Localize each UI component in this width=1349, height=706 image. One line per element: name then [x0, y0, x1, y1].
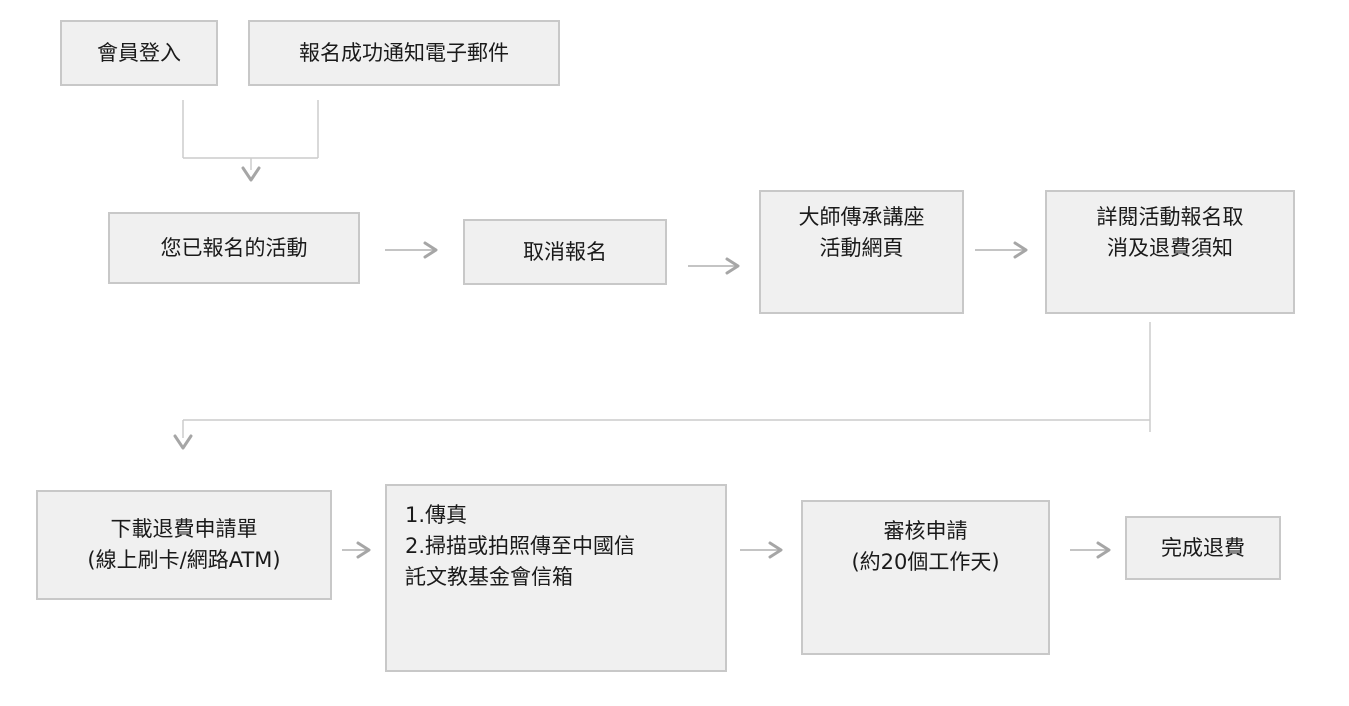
arrow-right-icon-3 — [1013, 241, 1028, 259]
member-login-box: 會員登入 — [60, 20, 218, 86]
download-form-line-1: 下載退費申請單 — [110, 517, 258, 541]
arrow-down-icon-1 — [241, 166, 261, 182]
arrow-right-icon-4 — [356, 541, 371, 559]
lecture-page-line-1: 大師傳承講座 — [798, 205, 925, 229]
submit-methods-line-2: 2.掃描或拍照傳至中國信 — [405, 534, 636, 558]
review-line-1: 審核申請 — [883, 519, 968, 543]
arrow-right-icon-1 — [423, 241, 438, 259]
refund-rules-line-2: 消及退費須知 — [1107, 236, 1233, 260]
review-box: 審核申請 (約20個工作天) — [801, 500, 1050, 655]
member-login-label: 會員登入 — [97, 40, 181, 65]
cancel-registration-label: 取消報名 — [523, 239, 607, 264]
arrow-right-icon-5 — [768, 541, 783, 559]
refund-rules-box: 詳閱活動報名取 消及退費須知 — [1045, 190, 1295, 314]
arrow-right-icon-2 — [725, 257, 740, 275]
arrow-down-icon-2 — [173, 434, 193, 450]
cancel-registration-box: 取消報名 — [463, 219, 667, 285]
download-form-box: 下載退費申請單 (線上刷卡/網路ATM) — [36, 490, 332, 600]
email-notice-box: 報名成功通知電子郵件 — [248, 20, 560, 86]
download-form-line-2: (線上刷卡/網路ATM) — [87, 548, 281, 572]
submit-methods-line-3: 託文教基金會信箱 — [405, 565, 573, 589]
email-notice-label: 報名成功通知電子郵件 — [299, 40, 509, 65]
lecture-page-box: 大師傳承講座 活動網頁 — [759, 190, 964, 314]
refund-done-box: 完成退費 — [1125, 516, 1281, 580]
refund-done-label: 完成退費 — [1161, 535, 1245, 560]
my-activities-label: 您已報名的活動 — [160, 235, 308, 260]
my-activities-box: 您已報名的活動 — [108, 212, 360, 284]
lecture-page-line-2: 活動網頁 — [819, 236, 904, 260]
review-line-2: (約20個工作天) — [851, 550, 1000, 574]
refund-rules-line-1: 詳閱活動報名取 — [1096, 205, 1244, 229]
arrow-right-icon-6 — [1096, 541, 1111, 559]
submit-methods-line-1: 1.傳真 — [405, 503, 468, 527]
submit-methods-box: 1.傳真 2.掃描或拍照傳至中國信 託文教基金會信箱 — [385, 484, 727, 672]
